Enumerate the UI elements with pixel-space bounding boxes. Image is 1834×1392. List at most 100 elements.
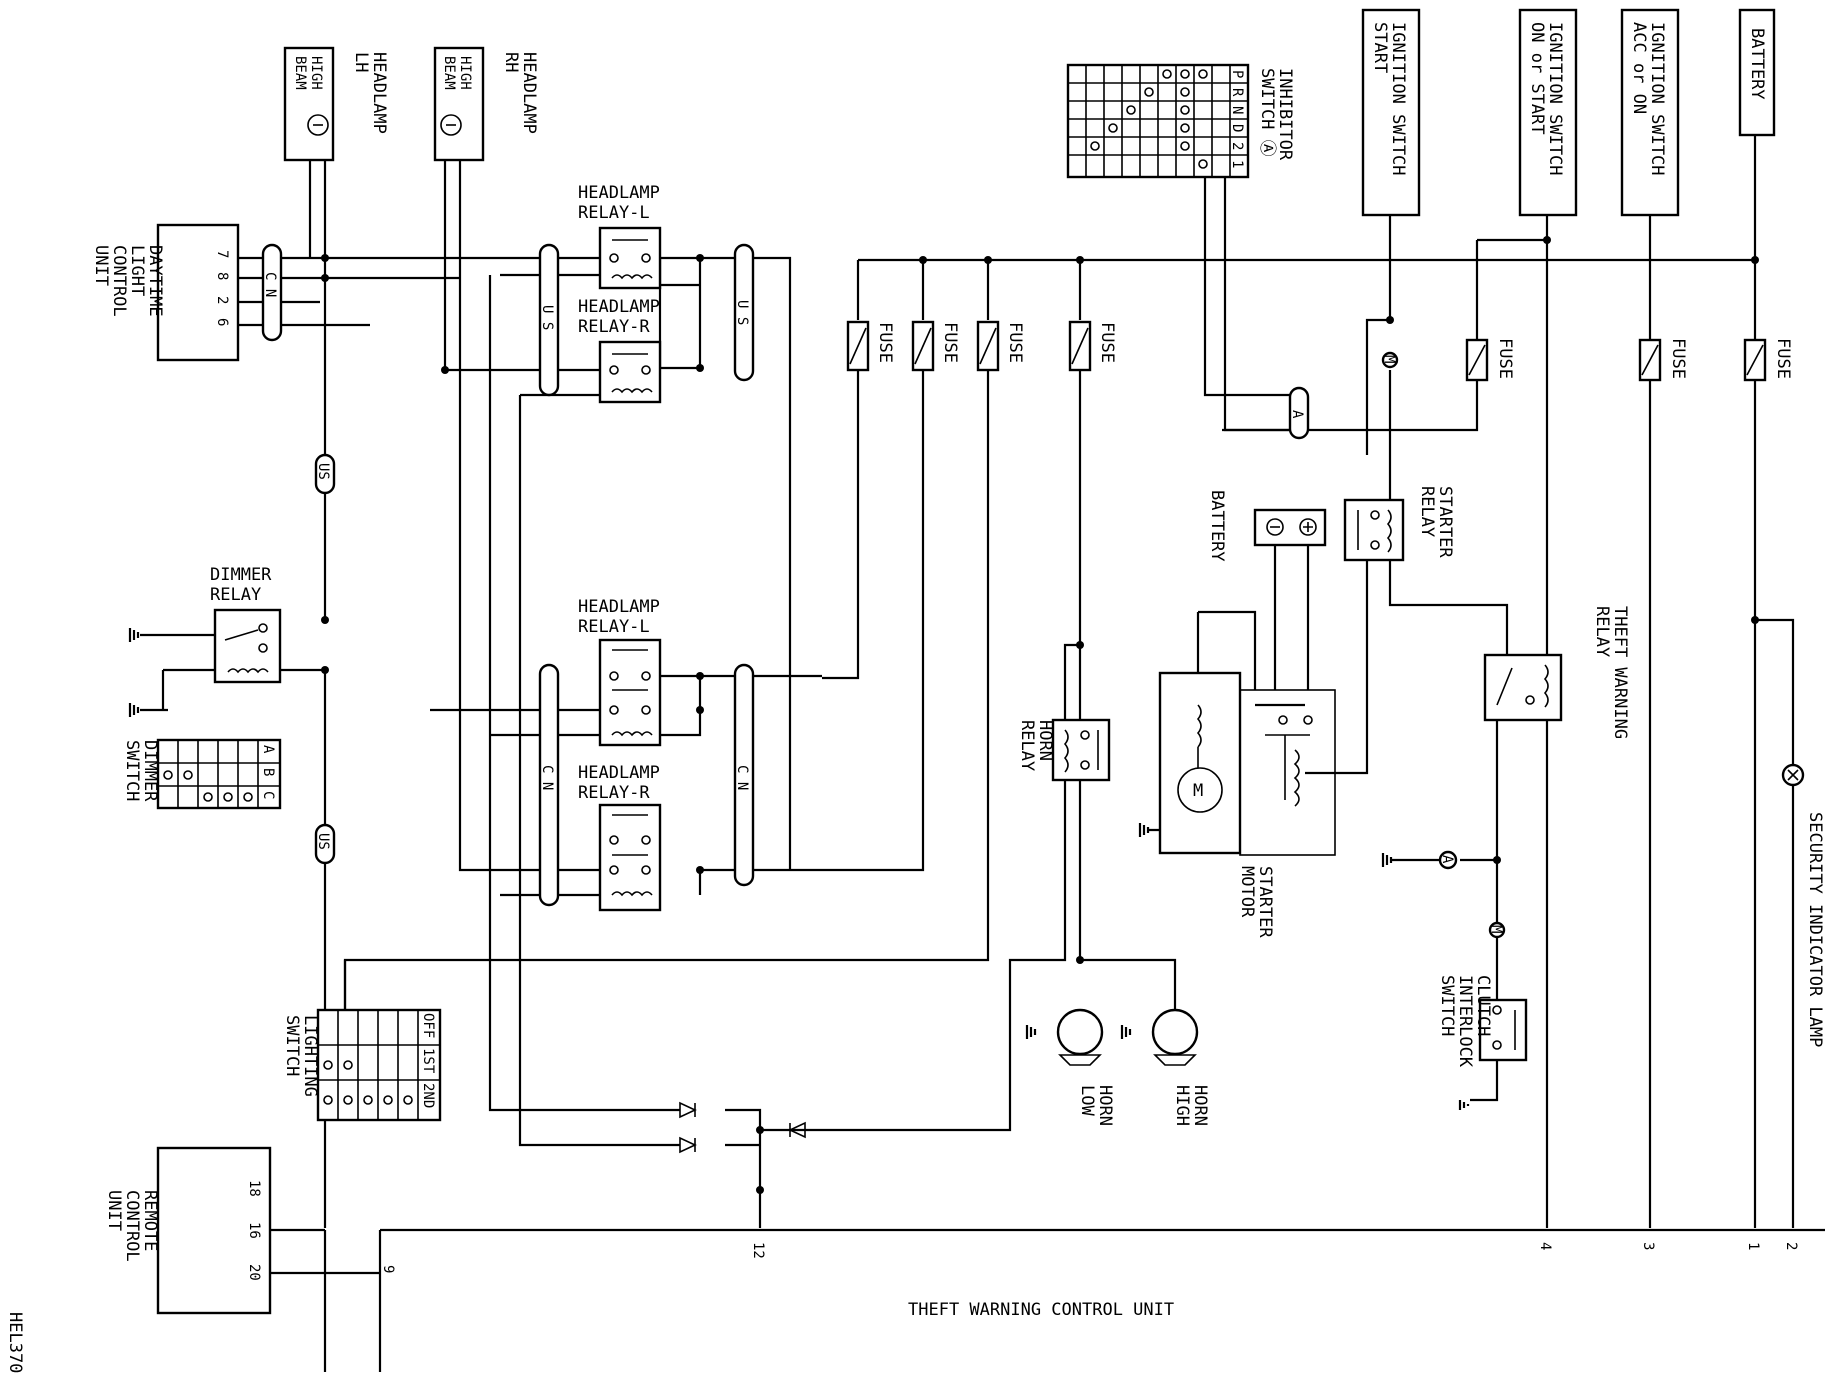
- svg-text:LOW: LOW: [1077, 1085, 1097, 1116]
- svg-text:CONTROL: CONTROL: [122, 1190, 142, 1262]
- theft-warning-relay: THEFT WARNING RELAY: [1483, 606, 1630, 739]
- svg-text:1: 1: [1229, 160, 1245, 168]
- svg-text:HEADLAMP: HEADLAMP: [578, 183, 660, 203]
- svg-text:RELAY-L: RELAY-L: [578, 203, 650, 223]
- svg-text:C N: C N: [734, 765, 750, 790]
- svg-text:HORN: HORN: [1190, 1085, 1210, 1126]
- svg-text:HIGH: HIGH: [1172, 1085, 1192, 1126]
- connector-m-top: M: [1381, 351, 1399, 369]
- svg-text:INTERLOCK: INTERLOCK: [1455, 975, 1475, 1068]
- svg-text:C: C: [260, 791, 276, 799]
- remote-control-unit: 18 16 20 REMOTE CONTROL UNIT: [104, 1146, 272, 1315]
- svg-text:2: 2: [1783, 1242, 1799, 1250]
- svg-text:RH: RH: [501, 52, 521, 72]
- svg-text:2ND: 2ND: [420, 1083, 436, 1108]
- svg-text:DIMMER: DIMMER: [210, 565, 272, 585]
- svg-text:RELAY: RELAY: [210, 585, 261, 605]
- junction-dots: [321, 236, 1759, 1194]
- svg-text:FUSE: FUSE: [875, 322, 895, 363]
- horn-high: HORN HIGH: [1151, 1008, 1210, 1126]
- connector-a-top: A: [1288, 386, 1310, 440]
- svg-text:B: B: [260, 768, 276, 776]
- svg-text:FUSE: FUSE: [1773, 338, 1793, 379]
- svg-text:INHIBITOR: INHIBITOR: [1275, 68, 1295, 161]
- clutch-interlock-switch: CLUTCH INTERLOCK SWITCH: [1437, 975, 1528, 1068]
- svg-text:LIGHTING: LIGHTING: [300, 1015, 320, 1097]
- svg-text:C N: C N: [262, 272, 278, 297]
- svg-text:RELAY: RELAY: [1592, 606, 1612, 657]
- svg-text:P: P: [1229, 70, 1245, 78]
- headlamp-relay-l-upper: HEADLAMP RELAY-L: [578, 183, 662, 290]
- svg-text:12: 12: [750, 1242, 766, 1259]
- svg-text:RELAY-R: RELAY-R: [578, 783, 650, 803]
- headlamp-relay-l-lower: HEADLAMP RELAY-L: [578, 597, 662, 747]
- dimmer-relay: DIMMER RELAY: [210, 565, 282, 684]
- svg-text:IGNITION SWITCH: IGNITION SWITCH: [1545, 22, 1565, 176]
- svg-text:DIMMER: DIMMER: [140, 740, 160, 802]
- svg-text:1: 1: [1745, 1242, 1761, 1250]
- svg-text:HEADLAMP: HEADLAMP: [519, 52, 539, 134]
- motor-symbol: M: [1193, 781, 1203, 801]
- svg-text:FUSE: FUSE: [1097, 322, 1117, 363]
- svg-text:3: 3: [1640, 1242, 1656, 1250]
- svg-text:CONTROL: CONTROL: [109, 245, 129, 317]
- svg-text:IGNITION SWITCH: IGNITION SWITCH: [1647, 22, 1667, 176]
- fuses: FUSE FUSE FUSE FUSE FUSE FUSE FUSE: [846, 320, 1793, 382]
- svg-text:START: START: [1370, 22, 1390, 73]
- svg-text:U S: U S: [539, 305, 555, 330]
- svg-text:STARTER: STARTER: [1255, 866, 1275, 938]
- fuse-battery: FUSE: [1743, 338, 1793, 382]
- fuse-horn: FUSE: [1068, 320, 1117, 372]
- headlamp-relay-r-upper: HEADLAMP RELAY-R: [578, 297, 662, 404]
- daytime-light-control-unit: 7 8 2 6 DAYTIME LIGHT CONTROL UNIT: [91, 223, 240, 362]
- ignition-switch-start: IGNITION SWITCH START: [1361, 8, 1421, 217]
- theft-warning-control-unit: THEFT WARNING CONTROL UNIT 9 12 4 3 1 2: [380, 1242, 1799, 1320]
- svg-text:HEADLAMP: HEADLAMP: [578, 763, 660, 783]
- svg-text:US: US: [315, 833, 331, 850]
- svg-text:A: A: [1289, 410, 1305, 419]
- svg-text:FUSE: FUSE: [1005, 322, 1025, 363]
- svg-text:U S: U S: [734, 300, 750, 325]
- battery-source: BATTERY: [1738, 8, 1776, 137]
- svg-text:SWITCH: SWITCH: [1437, 975, 1457, 1036]
- diagram-id: HEL370: [5, 1312, 25, 1373]
- svg-text:IGNITION SWITCH: IGNITION SWITCH: [1388, 22, 1408, 176]
- svg-text:9: 9: [380, 1265, 396, 1273]
- svg-text:SWITCH: SWITCH: [282, 1015, 302, 1076]
- svg-text:18: 18: [246, 1180, 262, 1197]
- dimmer-switch: A B C DIMMER SWITCH: [122, 738, 282, 810]
- svg-text:RELAY: RELAY: [1017, 720, 1037, 771]
- svg-text:2: 2: [1229, 142, 1245, 150]
- svg-text:SWITCH: SWITCH: [122, 740, 142, 801]
- svg-text:OFF: OFF: [420, 1013, 436, 1038]
- connector-m-theft: M: [1488, 921, 1506, 939]
- svg-text:RELAY: RELAY: [1417, 486, 1437, 537]
- inhibitor-switch: P R N D 2 1 INHIBITOR SWITCH Ⓐ: [1066, 63, 1295, 179]
- svg-text:HIGH: HIGH: [308, 56, 324, 90]
- svg-text:8: 8: [214, 272, 230, 280]
- svg-text:20: 20: [246, 1264, 262, 1281]
- svg-text:4: 4: [1537, 1242, 1553, 1250]
- svg-text:ON or START: ON or START: [1527, 22, 1547, 135]
- svg-text:SWITCH Ⓐ: SWITCH Ⓐ: [1257, 68, 1277, 157]
- svg-text:FUSE: FUSE: [940, 322, 960, 363]
- fuse-acc-on: FUSE: [1638, 338, 1688, 382]
- svg-text:M: M: [1488, 925, 1504, 933]
- svg-text:RELAY-L: RELAY-L: [578, 617, 650, 637]
- starter-motor: M STARTER MOTOR: [1158, 671, 1336, 938]
- svg-text:C N: C N: [539, 765, 555, 790]
- security-indicator-lamp: SECURITY INDICATOR LAMP: [1781, 763, 1825, 1047]
- svg-text:N: N: [1229, 106, 1245, 114]
- svg-text:UNIT: UNIT: [104, 1190, 124, 1231]
- battery-2: BATTERY: [1207, 490, 1327, 562]
- svg-text:DAYTIME: DAYTIME: [145, 245, 165, 317]
- svg-text:THEFT WARNING: THEFT WARNING: [1610, 606, 1630, 739]
- headlamp-relay-r-lower: HEADLAMP RELAY-R: [578, 763, 662, 912]
- starter-relay: STARTER RELAY: [1343, 486, 1455, 562]
- svg-text:BEAM: BEAM: [441, 56, 457, 90]
- svg-text:SECURITY INDICATOR LAMP: SECURITY INDICATOR LAMP: [1805, 812, 1825, 1047]
- svg-text:US: US: [315, 463, 331, 480]
- svg-text:6: 6: [214, 318, 230, 326]
- svg-text:M: M: [1381, 355, 1397, 363]
